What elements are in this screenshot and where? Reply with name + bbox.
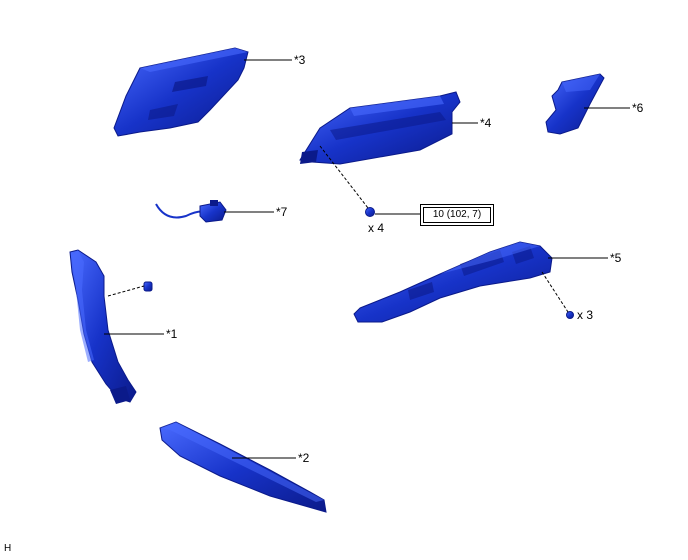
torque-spec-value: 10 (102, 7) [423, 207, 491, 223]
label-part-2: *2 [298, 451, 310, 465]
part-5-lower-bracket-plate [353, 241, 553, 323]
label-qty-x4: x 4 [368, 221, 384, 235]
label-part-7: *7 [276, 205, 288, 219]
label-part-6: *6 [632, 101, 644, 115]
dashed-line-5-clip [541, 271, 569, 313]
torque-spec-box: 10 (102, 7) [420, 204, 494, 226]
part-2-scuff-plate [159, 421, 327, 513]
label-part-1: *1 [166, 327, 178, 341]
part-4-console-box [299, 91, 461, 165]
clip-fastener-b [566, 311, 574, 319]
corner-code: H [4, 543, 12, 554]
label-part-4: *4 [480, 116, 492, 130]
label-part-5: *5 [610, 251, 622, 265]
dashed-line-4-clip [319, 145, 369, 209]
clip-fastener-c [143, 281, 153, 292]
dashed-line-1-clip [107, 285, 145, 297]
label-qty-x3: x 3 [577, 308, 593, 322]
assembly-dashed-lines [107, 145, 569, 313]
label-part-3: *3 [294, 53, 306, 67]
part-1-pillar-garnish [69, 249, 137, 404]
leader-lines [104, 59, 630, 459]
part-6-side-bracket [545, 73, 605, 135]
clip-fastener-a [365, 207, 375, 217]
part-3-upper-trim-panel [113, 47, 249, 137]
part-7-connector-wire [155, 200, 227, 223]
